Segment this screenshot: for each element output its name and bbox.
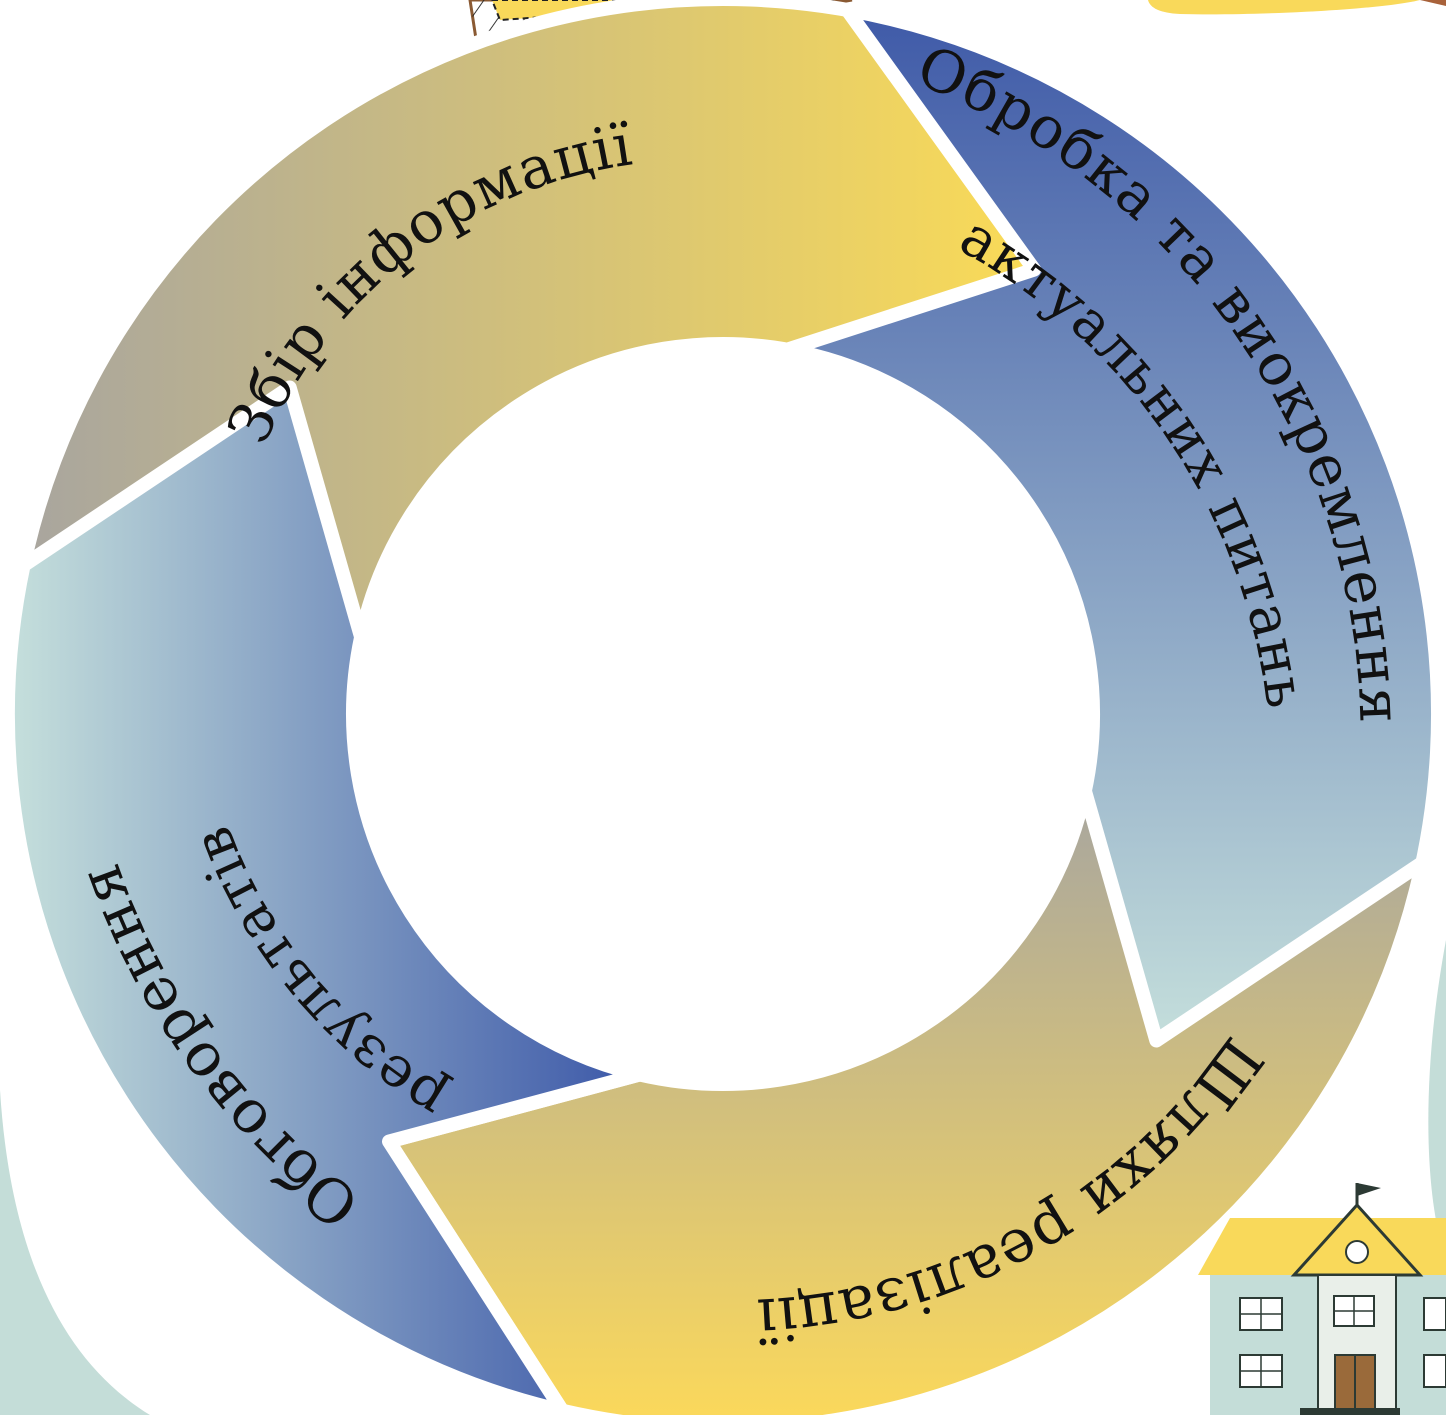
segment-process bbox=[780, 2, 1446, 1063]
segment-discuss bbox=[0, 380, 647, 1415]
school-building-illustration bbox=[1198, 1183, 1446, 1415]
background-panel bbox=[0, 940, 1446, 1415]
segment-paths bbox=[382, 783, 1430, 1415]
pencil-illustration bbox=[1148, 0, 1446, 15]
segment-collect bbox=[11, 0, 1064, 657]
